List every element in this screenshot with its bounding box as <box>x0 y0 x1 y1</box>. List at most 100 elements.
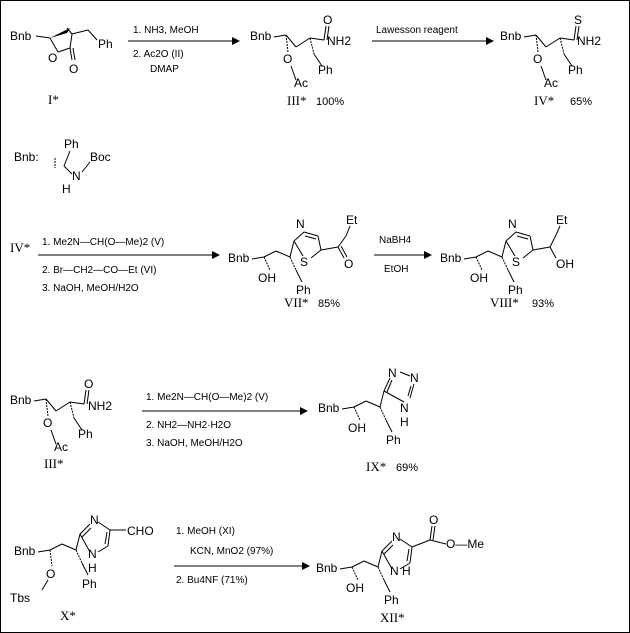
compound-IX-structure: Bnb N N N H OH Ph <box>318 366 419 447</box>
atom-bnb: Bnb <box>316 561 338 575</box>
atom-tbs: Tbs <box>10 591 30 605</box>
lawesson-label: Lawesson reagent <box>376 25 458 36</box>
bnb-def-h: H <box>62 182 71 196</box>
atom-n-triazole-1: N <box>388 366 397 380</box>
atom-oh: OH <box>346 581 364 595</box>
atom-bnb: Bnb <box>440 251 462 265</box>
reagent-1-line-1: 1. NH3, MeOH <box>133 25 199 36</box>
atom-ph: Ph <box>384 593 399 607</box>
reaction-arrow-4 <box>374 251 432 259</box>
atom-bnb: Bnb <box>250 29 272 43</box>
atom-ac: Ac <box>54 440 68 454</box>
atom-et: Et <box>556 213 568 227</box>
atom-bnb: Bnb <box>318 401 340 415</box>
reagent-5-line-1: 1. Me2N—CH(O—Me)2 (V) <box>146 392 268 403</box>
atom-n-thiazole: N <box>296 217 305 231</box>
atom-bnb: Bnb <box>228 251 250 265</box>
yield-III: 100% <box>316 96 344 108</box>
atom-bnb: Bnb <box>10 393 32 407</box>
atom-et: Et <box>346 213 358 227</box>
reaction-arrow-6 <box>174 562 310 570</box>
yield-IX: 69% <box>396 462 418 474</box>
atom-n-triazole-3: N <box>400 401 409 415</box>
reagent-4-bottom: EtOH <box>384 264 408 275</box>
atom-ph: Ph <box>98 37 113 51</box>
atom-s-thiazole: S <box>300 255 308 269</box>
compound-label-IV: IV* <box>534 93 554 108</box>
atom-cho: CHO <box>127 524 154 538</box>
atom-ome: O—Me <box>446 537 484 551</box>
atom-h-imidazole: H <box>402 564 411 578</box>
reaction-arrow-5 <box>142 407 308 415</box>
bnb-def-boc: Boc <box>90 150 111 164</box>
atom-o-ester: O <box>533 52 542 66</box>
atom-ph: Ph <box>568 63 583 77</box>
atom-bnb: Bnb <box>10 29 32 43</box>
atom-n-imidazole-h: N <box>390 564 399 578</box>
reagent-3-line-3: 3. NaOH, MeOH/H2O <box>42 283 139 294</box>
atom-o-ketone: O <box>344 257 353 271</box>
compound-X-structure: Bnb N N H CHO O Tbs Ph <box>10 513 154 605</box>
atom-bnb: Bnb <box>14 544 36 558</box>
compound-label-I: I* <box>48 92 59 107</box>
reagent-3-line-1: 1. Me2N—CH(O—Me)2 (V) <box>42 237 164 248</box>
atom-o-amide: O <box>84 377 93 391</box>
atom-n-imidazole: N <box>90 513 99 527</box>
compound-label-III-row3: III* <box>44 456 64 471</box>
reagent-1-line-3: DMAP <box>150 64 179 75</box>
atom-o-ester: O <box>43 416 52 430</box>
bnb-def-n: N <box>72 169 81 183</box>
atom-h-triazole: H <box>400 415 409 429</box>
compound-label-X: X* <box>60 608 76 623</box>
atom-oh-sidechain: OH <box>556 257 574 271</box>
reagent-4-top: NaBH4 <box>379 235 412 246</box>
atom-ph: Ph <box>82 577 97 591</box>
atom-nh2: NH2 <box>577 34 601 48</box>
compound-VIII-structure: Bnb N S Et OH OH Ph <box>440 213 574 297</box>
reagent-1-line-2: 2. Ac2O (II) <box>133 49 184 60</box>
atom-o-silyl: O <box>46 567 55 581</box>
atom-ph: Ph <box>78 427 93 441</box>
compound-III-row3-structure: Bnb O NH2 O Ac Ph <box>10 377 112 454</box>
atom-ac: Ac <box>544 76 558 90</box>
yield-VII: 85% <box>318 298 340 310</box>
compound-VII-structure: Bnb N S Et O OH Ph <box>228 213 358 297</box>
reaction-arrow-1 <box>128 37 240 45</box>
compound-label-III: III* <box>287 93 307 108</box>
atom-o-ring: O <box>48 51 57 65</box>
compound-label-VII: VII* <box>284 295 309 310</box>
bnb-definition-label: Bnb: <box>14 150 39 164</box>
atom-oh: OH <box>258 271 276 285</box>
compound-IV-structure: Bnb S NH2 O Ac Ph <box>500 13 601 90</box>
compound-label-VIII: VIII* <box>490 295 519 310</box>
bnb-def-ph: Ph <box>64 137 79 151</box>
atom-ph: Ph <box>508 283 523 297</box>
reagent-6-line-2: KCN, MnO2 (97%) <box>190 546 273 557</box>
atom-n-triazole-2: N <box>410 371 419 385</box>
bnb-definition: Bnb: Ph N H Boc <box>14 137 111 196</box>
atom-s-thioamide: S <box>574 13 582 27</box>
atom-ph: Ph <box>386 433 401 447</box>
atom-nh2: NH2 <box>327 34 351 48</box>
atom-o-amide: O <box>323 13 332 27</box>
compound-XII-structure: Bnb N N H O O—Me OH Ph <box>316 513 484 607</box>
yield-VIII: 93% <box>532 298 554 310</box>
atom-s-thiazole: S <box>512 255 520 269</box>
atom-o-ester: O <box>283 52 292 66</box>
compound-label-IV-start: IV* <box>10 240 30 255</box>
reaction-arrow-3 <box>38 251 220 259</box>
atom-n-thiazole: N <box>508 217 517 231</box>
yield-IV: 65% <box>570 96 592 108</box>
reagent-5-line-2: 2. NH2—NH2·H2O <box>146 420 231 431</box>
atom-o-carbonyl: O <box>69 62 78 76</box>
atom-h-imidazole: H <box>88 561 97 575</box>
atom-ph: Ph <box>296 283 311 297</box>
compound-III-structure: Bnb O NH2 O Ac Ph <box>250 13 351 90</box>
atom-oh: OH <box>470 271 488 285</box>
reagent-5-line-3: 3. NaOH, MeOH/H2O <box>146 438 243 449</box>
atom-n-imidazole: N <box>392 530 401 544</box>
reaction-arrow-2 <box>372 37 494 45</box>
atom-o-ester-carbonyl: O <box>429 513 438 527</box>
compound-label-IX: IX* <box>366 459 386 474</box>
